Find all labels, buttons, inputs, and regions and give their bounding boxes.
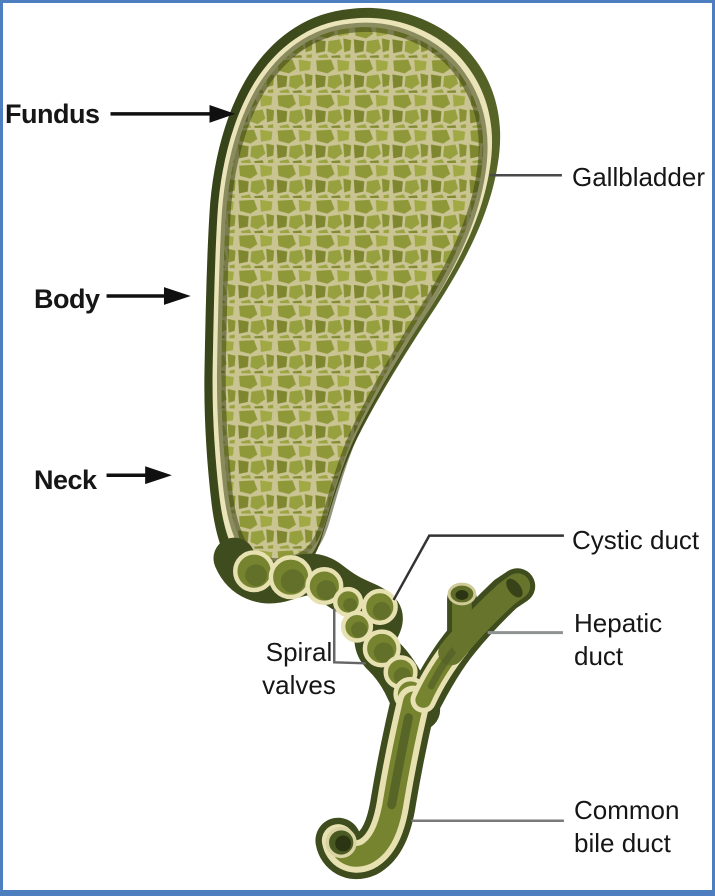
gallbladder-illustration xyxy=(106,7,564,880)
label-fundus: Fundus xyxy=(5,99,100,129)
cystic-duct-leader-line xyxy=(392,534,564,601)
label-spiral-valves: Spiral valves xyxy=(262,637,336,700)
leader-lines xyxy=(332,174,564,822)
hepatic-duct xyxy=(410,573,531,713)
label-neck: Neck xyxy=(34,465,97,495)
label-cystic-duct: Cystic duct xyxy=(572,525,700,555)
label-body: Body xyxy=(34,284,100,314)
fundus-arrow-icon xyxy=(110,104,236,123)
body-arrow-icon xyxy=(106,287,191,305)
label-gallbladder: Gallbladder xyxy=(572,162,705,192)
duct-system xyxy=(213,537,536,880)
spiral-valves-leader-line xyxy=(332,608,366,665)
common-bile-duct xyxy=(321,685,430,873)
label-common-bile-duct: Common bile duct xyxy=(574,795,680,858)
label-hepatic-duct: Hepatic duct xyxy=(574,608,663,671)
neck-arrow-icon xyxy=(106,466,172,485)
spiral-valves-knobs xyxy=(233,550,428,712)
gallbladder-sac xyxy=(204,7,501,583)
pointer-arrows xyxy=(106,104,236,485)
